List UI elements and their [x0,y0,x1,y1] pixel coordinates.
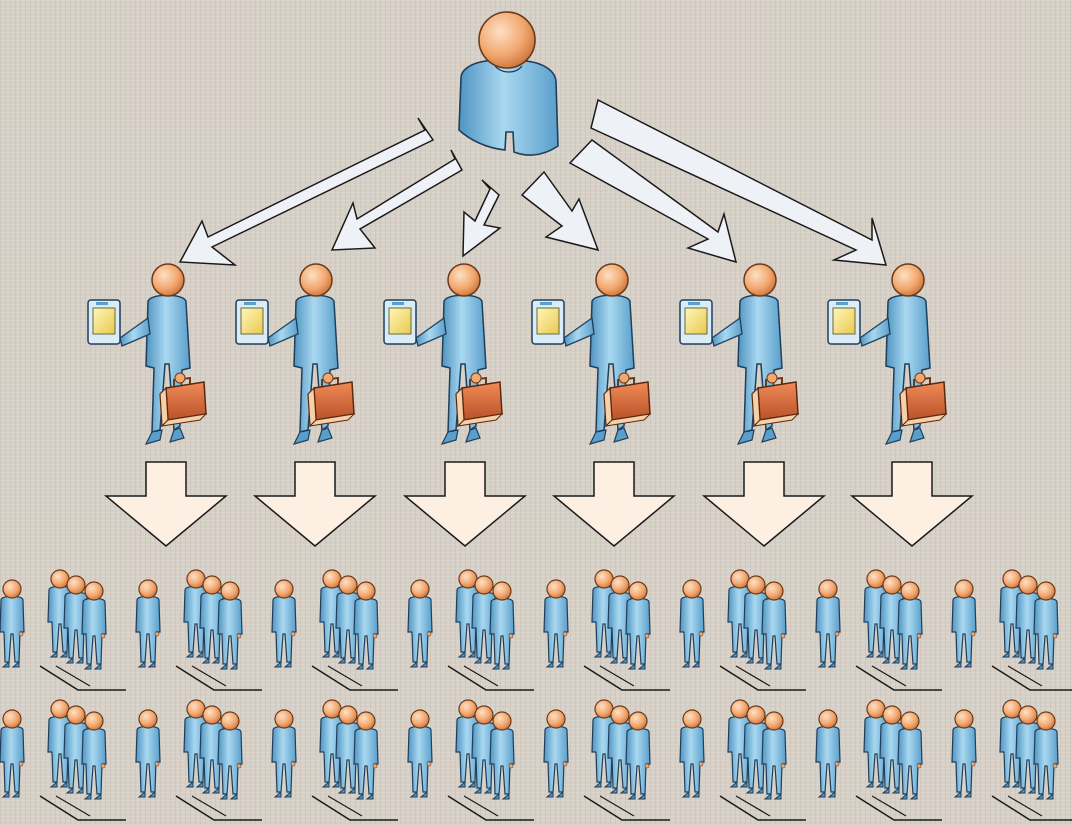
down-arrow-3 [404,461,526,547]
workgroup-icon [680,700,806,820]
workgroup-icon [272,570,398,690]
workgroup-icon [680,570,806,690]
employee-icon-1 [87,263,207,445]
down-arrow-4 [553,461,675,547]
workgroup-icon [408,700,534,820]
connector-arrow-1 [178,117,435,266]
connector-arrow-6 [590,98,888,266]
top-to-middle-arrows [178,98,888,266]
workgroup-icon [952,700,1072,820]
employee-icon-3 [383,263,503,445]
middle-level-employees [87,263,947,445]
connector-arrow-4 [520,170,600,252]
workgroup-icon [816,700,942,820]
down-arrow-6 [851,461,973,547]
connector-arrow-2 [330,149,464,251]
workgroup-icon [544,570,670,690]
workgroup-icon [816,570,942,690]
employee-icon-2 [235,263,355,445]
workgroup-icon [952,570,1072,690]
connector-arrow-3 [462,179,502,258]
down-arrow-1 [105,461,227,547]
workgroup-icon [408,570,534,690]
workgroup-icon [136,700,262,820]
down-arrow-5 [703,461,825,547]
employee-icon-5 [679,263,799,445]
bottom-level-workgroups [0,570,1072,820]
workgroup-icon [0,570,126,690]
employee-icon-6 [827,263,947,445]
connector-arrow-5 [568,139,738,264]
employee-icon-4 [531,263,651,445]
workgroup-row-1 [0,570,1072,690]
workgroup-icon [544,700,670,820]
workgroup-icon [272,700,398,820]
middle-to-bottom-arrows [105,461,973,547]
manager-person-icon [458,11,559,156]
down-arrow-2 [254,461,376,547]
workgroup-icon [136,570,262,690]
workgroup-row-2 [0,700,1072,820]
workgroup-icon [0,700,126,820]
